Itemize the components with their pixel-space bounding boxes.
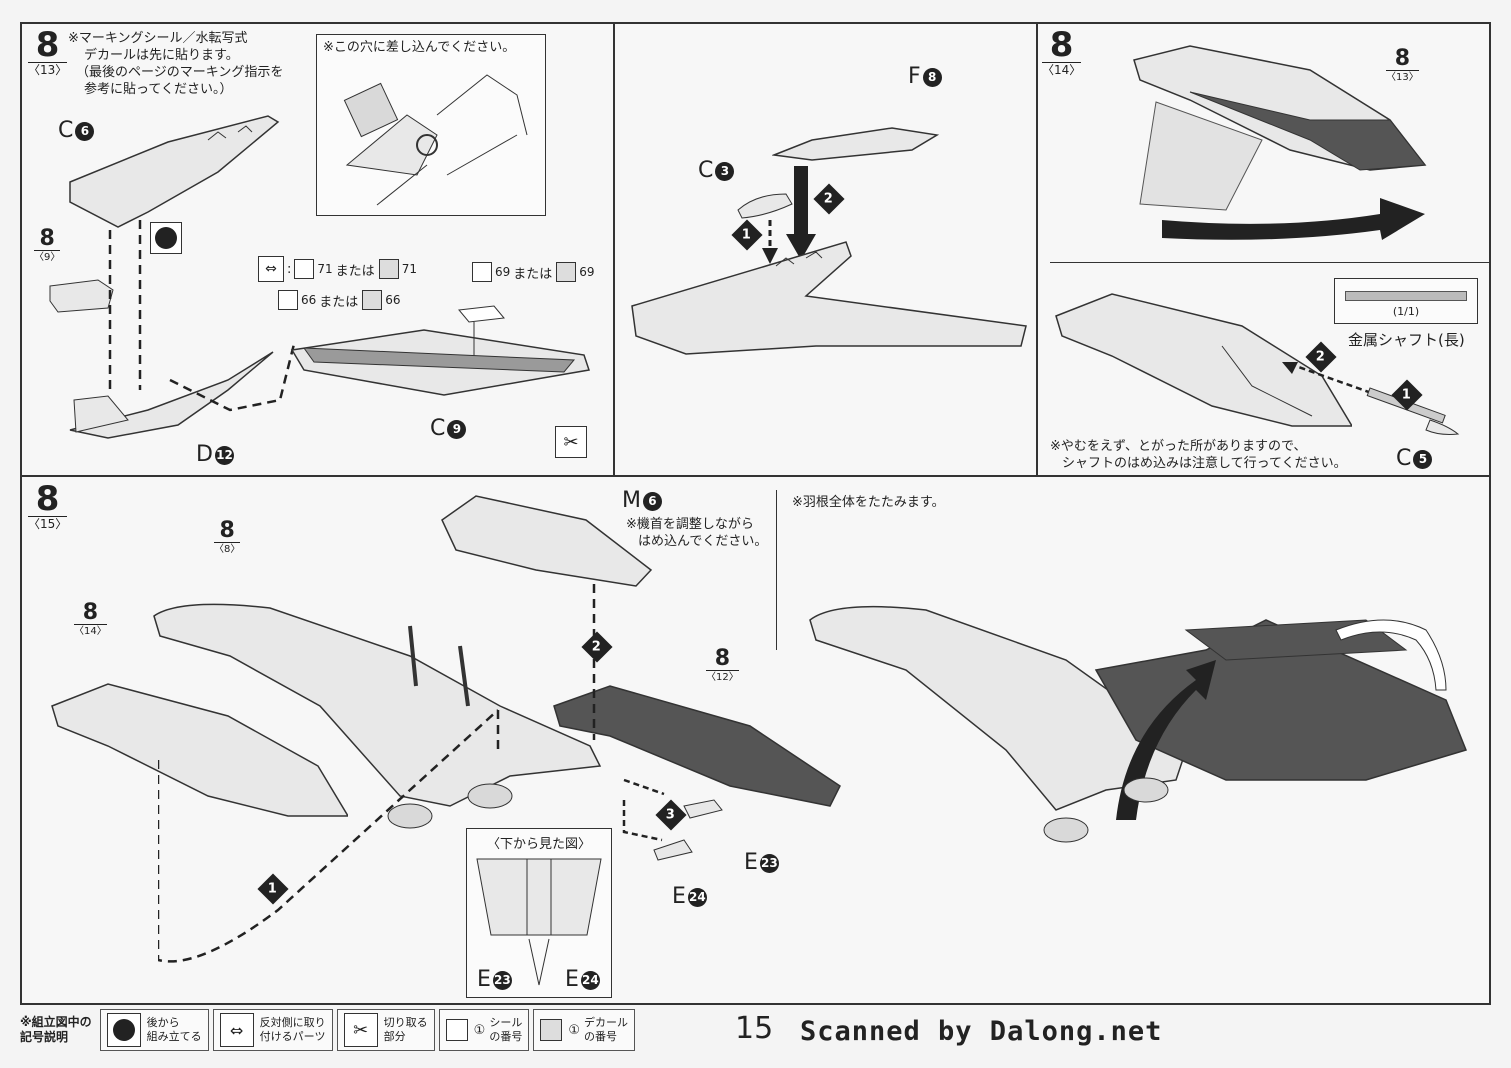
shaft-label: 金属シャフト(長) xyxy=(1348,331,1465,349)
opposite-side-icon: ⇔ xyxy=(219,1013,254,1047)
assembly-guide-lines xyxy=(108,220,297,412)
inset-hinge-drawing xyxy=(343,74,528,206)
sticker-icon xyxy=(278,290,298,310)
inset-box: ※この穴に差し込んでください。 xyxy=(316,34,546,216)
sub-panel-divider xyxy=(776,490,777,650)
folded-aircraft-drawing xyxy=(809,605,1468,843)
inset-note: ※この穴に差し込んでください。 xyxy=(323,40,516,55)
ref-step-13: 8 〈13〉 xyxy=(1386,46,1419,83)
nose-adjust-note: ※機首を調整しながら はめ込んでください。 xyxy=(626,517,768,549)
assembly-guide-15 xyxy=(158,584,596,963)
part-c3 xyxy=(737,193,793,219)
wing-assembly-13b xyxy=(631,241,1027,355)
ref-step-9: 8 〈9〉 xyxy=(34,226,61,263)
ref-step-12: 8 〈12〉 xyxy=(706,646,739,683)
legend-item-decal: ① デカールの番号 xyxy=(533,1009,635,1051)
decal-icon xyxy=(540,1019,563,1041)
legend-item-opposite-side: ⇔ 反対側に取り付けるパーツ xyxy=(212,1009,333,1051)
callout-divider xyxy=(1050,262,1490,263)
shaft-bar xyxy=(1345,291,1467,301)
rear-assembly-icon xyxy=(150,222,182,254)
fuselage-part-d12 xyxy=(69,351,274,439)
wing-assembly-14-bottom xyxy=(1055,293,1352,427)
fuselage-main-15 xyxy=(153,603,602,829)
cover-part-m6 xyxy=(441,495,653,587)
page-number: 15 xyxy=(735,1011,774,1046)
symbol-legend: ※組立図中の 記号説明 後から組み立てる ⇔ 反対側に取り付けるパーツ ✂ 切り… xyxy=(20,1008,680,1052)
insert-arrows-13b xyxy=(762,166,816,264)
sticker-icon xyxy=(294,259,315,279)
sticker-icon xyxy=(472,262,492,282)
decal-icon xyxy=(378,259,399,279)
decal-icon xyxy=(556,262,577,282)
ref-step-14: 8 〈14〉 xyxy=(74,600,107,637)
shaft-box: (1/1) xyxy=(1334,278,1478,324)
wing-assembly-14-top xyxy=(1133,45,1427,171)
legend-item-rear-assembly: 後から組み立てる xyxy=(99,1009,209,1051)
legend-title: ※組立図中の 記号説明 xyxy=(20,1015,92,1044)
fold-wings-note: ※羽根全体をたたみます。 xyxy=(792,495,945,510)
parts-e23-e24 xyxy=(622,778,723,861)
small-block-part xyxy=(49,279,114,313)
decal-icon xyxy=(362,290,383,310)
cut-icon: ✂ xyxy=(555,426,587,458)
rear-assembly-icon xyxy=(106,1013,141,1047)
translucent-fin xyxy=(1139,101,1263,211)
wing-assembly-15-left xyxy=(51,683,348,817)
shaft-insert-arrows xyxy=(1282,362,1460,435)
shaft-caution-note: ※やむをえず、とがった所がありますので、 シャフトのはめ込みは注意して行ってくだ… xyxy=(1050,439,1347,471)
wing-part-c9 xyxy=(290,305,590,396)
marking-note: ※マーキングシール／水転写式 デカールは先に貼ります。 （最後のページのマーキン… xyxy=(68,31,284,97)
sticker-decal-row-3: 69 または 69 xyxy=(472,262,595,282)
fin-part-f8 xyxy=(772,127,940,161)
step-number-14: 8 〈14〉 xyxy=(1042,25,1082,77)
cut-icon: ✂ xyxy=(343,1013,378,1047)
insert-arrow-14 xyxy=(1162,198,1425,240)
wing-part-c6 xyxy=(69,115,280,228)
step-number-13: 8 〈13〉 xyxy=(28,25,68,77)
sticker-icon xyxy=(445,1019,468,1041)
ref-step-8: 8 〈8〉 xyxy=(214,518,241,555)
sticker-decal-row-1: ⇔ : 71 または 71 xyxy=(258,256,417,282)
opposite-side-icon: ⇔ xyxy=(258,256,284,282)
legend-item-cut: ✂ 切り取る部分 xyxy=(336,1009,435,1051)
wing-assembly-15-right xyxy=(553,685,841,807)
step-number-15: 8 〈15〉 xyxy=(28,479,68,531)
legend-item-sticker: ① シールの番号 xyxy=(438,1009,530,1051)
sticker-decal-row-2: 66 または 66 xyxy=(278,290,401,310)
bottom-view-drawing xyxy=(476,858,602,986)
scan-credit: Scanned by Dalong.net xyxy=(800,1016,1163,1047)
